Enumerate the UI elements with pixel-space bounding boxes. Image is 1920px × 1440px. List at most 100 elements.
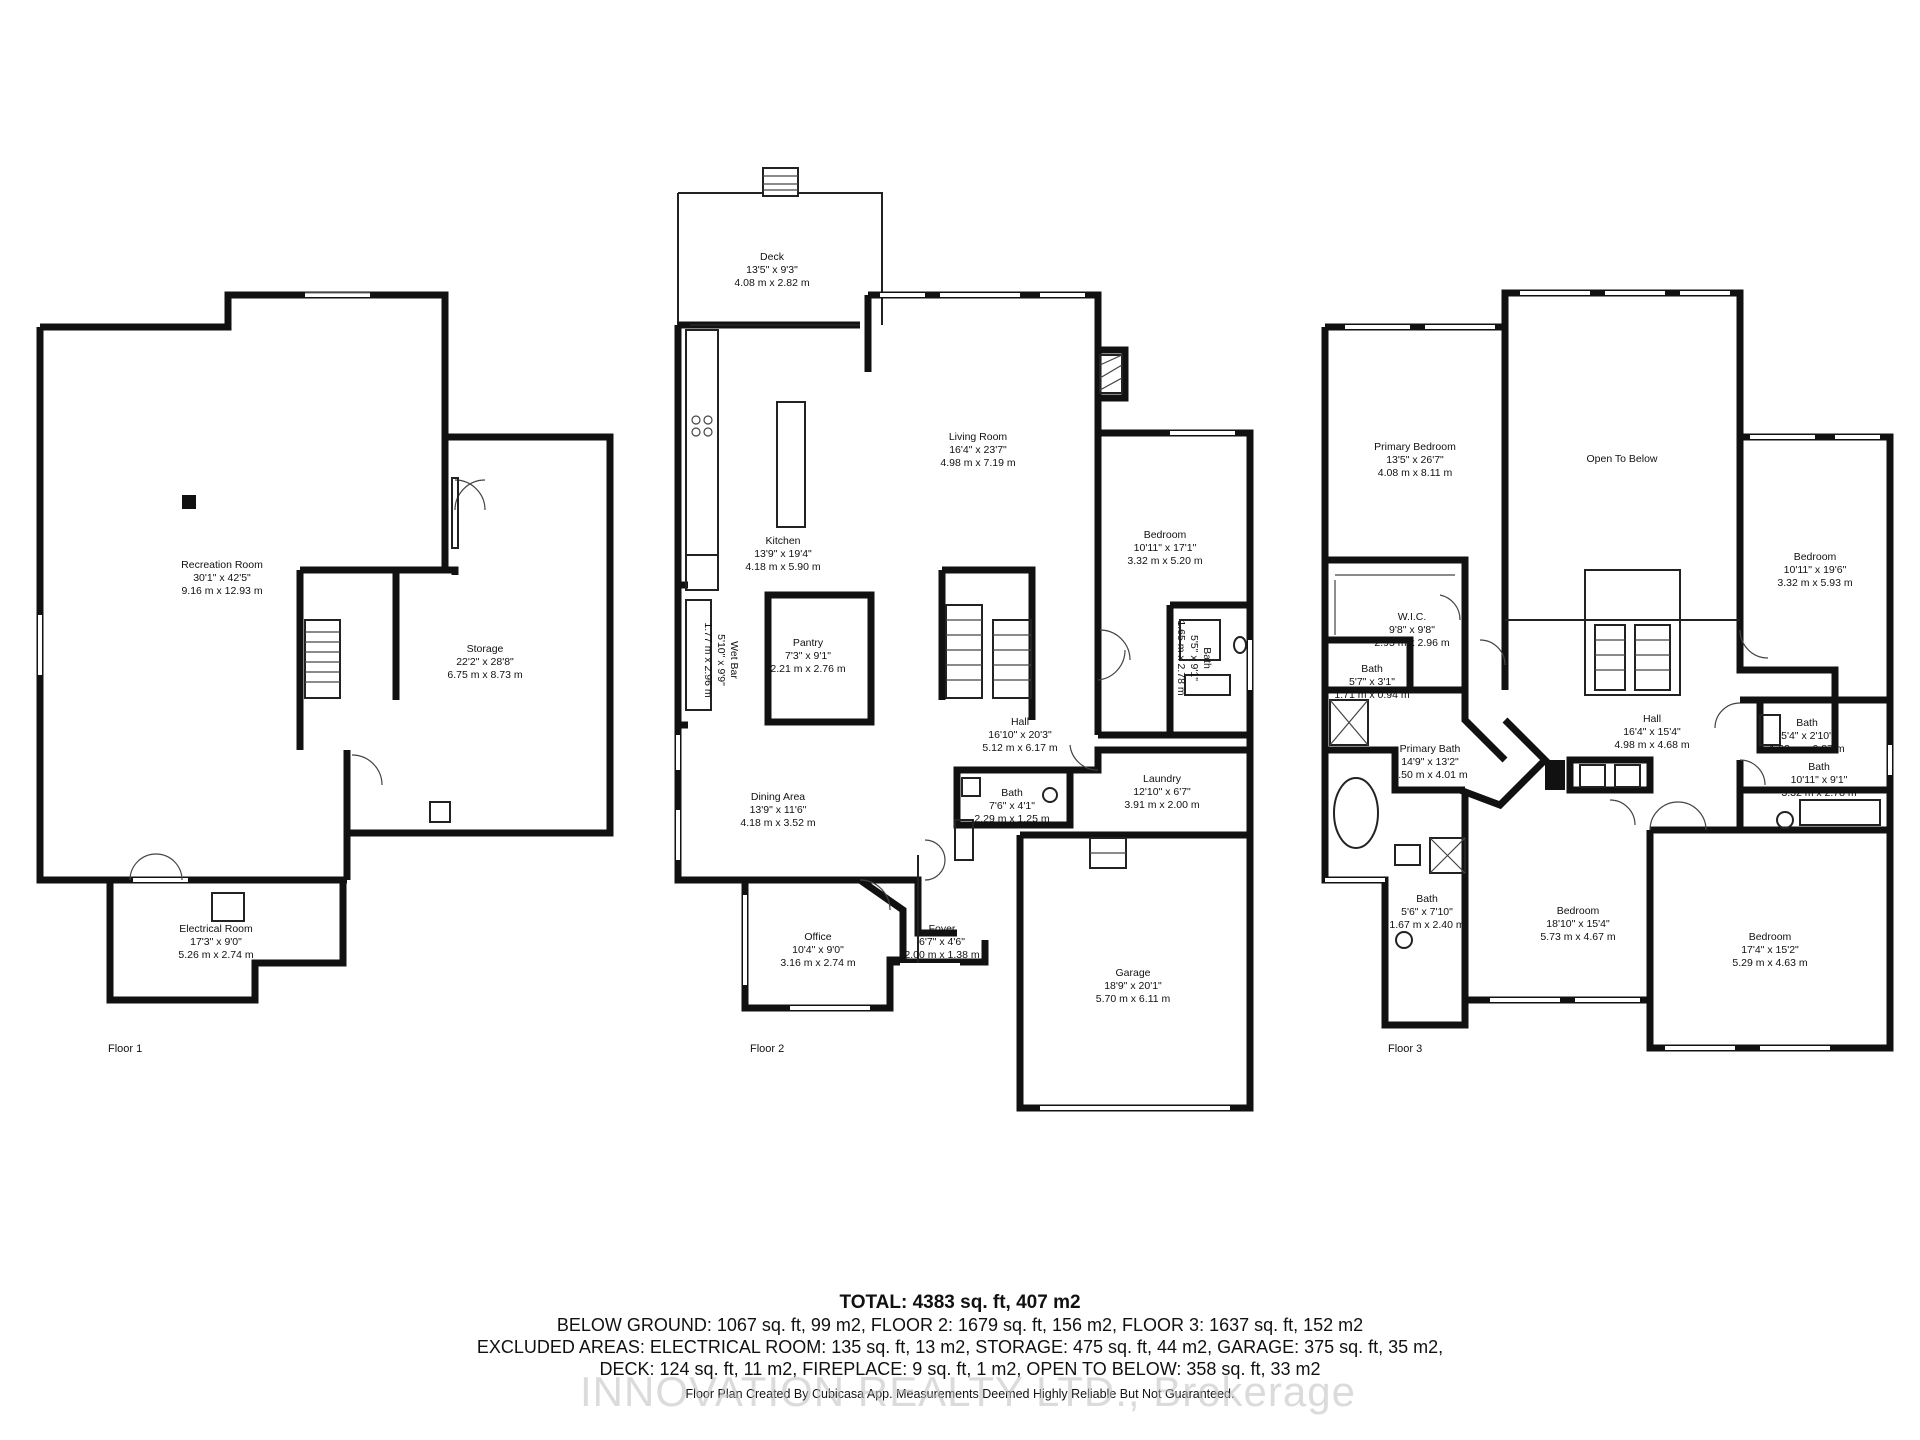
svg-text:16'4" x 23'7": 16'4" x 23'7" — [949, 444, 1007, 456]
room-label: Bedroom 17'4" x 15'2" 5.29 m x 4.63 m — [1732, 931, 1808, 969]
shower-icon — [1179, 619, 1221, 661]
svg-text:3.16 m x 2.74 m: 3.16 m x 2.74 m — [780, 957, 856, 969]
room-label: Hall 16'4" x 15'4" 4.98 m x 4.68 m — [1614, 713, 1690, 751]
watermark: INNOVATION REALTY LTD., Brokerage — [580, 1368, 1356, 1415]
svg-text:4.18 m x 5.90 m: 4.18 m x 5.90 m — [745, 561, 821, 573]
svg-text:18'10" x 15'4": 18'10" x 15'4" — [1546, 918, 1610, 930]
svg-text:5.70 m x 6.11 m: 5.70 m x 6.11 m — [1096, 993, 1171, 1005]
svg-text:Kitchen: Kitchen — [765, 535, 800, 547]
svg-text:6'7" x 4'6": 6'7" x 4'6" — [919, 936, 965, 948]
svg-text:Hall: Hall — [1643, 713, 1661, 725]
svg-text:13'9" x 19'4": 13'9" x 19'4" — [754, 548, 812, 560]
room-label: Living Room 16'4" x 23'7" 4.98 m x 7.19 … — [940, 431, 1016, 469]
floor-3-plan — [1321, 289, 1894, 1052]
room-label: W.I.C. 9'8" x 9'8" 2.95 m x 2.96 m — [1374, 611, 1450, 649]
svg-text:10'11" x 9'1": 10'11" x 9'1" — [1791, 774, 1848, 786]
floor-1-plan — [36, 291, 614, 1004]
svg-text:9.16 m x 12.93 m: 9.16 m x 12.93 m — [181, 585, 262, 597]
bathtub-icon — [1799, 799, 1881, 826]
svg-text:5'4" x 2'10": 5'4" x 2'10" — [1781, 730, 1833, 742]
shower-icon — [1329, 699, 1369, 746]
svg-text:Recreation Room: Recreation Room — [181, 559, 263, 571]
svg-text:2.00 m x 1.38 m: 2.00 m x 1.38 m — [904, 949, 980, 961]
sink-icon — [1579, 764, 1606, 788]
svg-text:5'6" x 7'10": 5'6" x 7'10" — [1401, 906, 1453, 918]
svg-text:13'5" x 9'3": 13'5" x 9'3" — [746, 264, 798, 276]
pantry-walls — [764, 591, 875, 726]
svg-text:10'4" x 9'0": 10'4" x 9'0" — [792, 944, 844, 956]
stairs — [945, 604, 1032, 699]
svg-text:Primary Bedroom: Primary Bedroom — [1374, 441, 1456, 453]
room-label: Primary Bath 14'9" x 13'2" 4.50 m x 4.01… — [1392, 743, 1468, 781]
svg-text:Wet Bar: Wet Bar — [728, 641, 740, 679]
svg-text:Bath: Bath — [1361, 663, 1383, 675]
room-label: Bedroom 10'11" x 17'1" 3.32 m x 5.20 m — [1127, 529, 1203, 567]
svg-text:2.95 m x 2.96 m: 2.95 m x 2.96 m — [1374, 637, 1450, 649]
chimney-icon — [1545, 760, 1565, 790]
svg-text:9'8" x 9'8": 9'8" x 9'8" — [1389, 624, 1435, 636]
svg-text:Bath: Bath — [1201, 647, 1213, 669]
room-label: Pantry 7'3" x 9'1" 2.21 m x 2.76 m — [770, 637, 846, 675]
svg-text:Garage: Garage — [1115, 967, 1150, 979]
area-breakdown: BELOW GROUND: 1067 sq. ft, 99 m2, FLOOR … — [556, 1315, 1364, 1335]
svg-text:4.98 m x 7.19 m: 4.98 m x 7.19 m — [940, 457, 1016, 469]
svg-text:4.08 m x 8.11 m: 4.08 m x 8.11 m — [1378, 467, 1453, 479]
area-summary: TOTAL: 4383 sq. ft, 407 m2 BELOW GROUND:… — [0, 1292, 1920, 1404]
room-label: Hall 16'10" x 20'3" 5.12 m x 6.17 m — [982, 716, 1058, 754]
svg-text:13'5" x 26'7": 13'5" x 26'7" — [1386, 454, 1444, 466]
svg-text:W.I.C.: W.I.C. — [1398, 611, 1427, 623]
svg-text:3.32 m x 5.93 m: 3.32 m x 5.93 m — [1777, 577, 1853, 589]
svg-text:Bedroom: Bedroom — [1794, 551, 1837, 563]
svg-text:17'3" x 9'0": 17'3" x 9'0" — [190, 936, 242, 948]
room-label: Storage 22'2" x 28'8" 6.75 m x 8.73 m — [447, 643, 523, 681]
total-area: TOTAL: 4383 sq. ft, 407 m2 — [839, 1292, 1081, 1313]
svg-text:Living Room: Living Room — [949, 431, 1008, 443]
room-label: Deck 13'5" x 9'3" 4.08 m x 2.82 m — [734, 251, 810, 289]
svg-text:17'4" x 15'2": 17'4" x 15'2" — [1741, 944, 1799, 956]
room-label: Dining Area 13'9" x 11'6" 4.18 m x 3.52 … — [740, 791, 816, 829]
panel-icon — [211, 892, 245, 922]
stairs — [304, 619, 341, 699]
sink-icon — [1776, 811, 1794, 829]
svg-text:Dining Area: Dining Area — [751, 791, 805, 803]
room-label: Bath 5'5" x 9'1" 1.65 m x 2.78 m — [1175, 620, 1213, 696]
kitchen-counters — [685, 329, 806, 711]
svg-text:5.12 m x 6.17 m: 5.12 m x 6.17 m — [982, 742, 1058, 754]
deck-steps — [762, 167, 799, 197]
svg-text:Primary Bath: Primary Bath — [1400, 743, 1461, 755]
svg-text:7'6" x 4'1": 7'6" x 4'1" — [989, 800, 1035, 812]
svg-text:10'11" x 19'6": 10'11" x 19'6" — [1784, 564, 1847, 576]
svg-text:18'9" x 20'1": 18'9" x 20'1" — [1104, 980, 1162, 992]
svg-text:Electrical Room: Electrical Room — [179, 923, 253, 935]
toilet-icon — [1394, 844, 1421, 866]
kitchen-island — [776, 401, 806, 528]
room-label: Wet Bar 5'10" x 9'9" 1.77 m x 2.96 m — [702, 622, 740, 698]
svg-text:Bath: Bath — [1416, 893, 1438, 905]
room-label: Bath 10'11" x 9'1" 3.32 m x 2.78 m — [1781, 761, 1857, 799]
room-label: Garage 18'9" x 20'1" 5.70 m x 6.11 m — [1096, 967, 1171, 1005]
svg-text:Bath: Bath — [1796, 717, 1818, 729]
room-label: Electrical Room 17'3" x 9'0" 5.26 m x 2.… — [178, 923, 254, 961]
room-label: Bedroom 18'10" x 15'4" 5.73 m x 4.67 m — [1540, 905, 1616, 943]
svg-text:Open To Below: Open To Below — [1586, 453, 1657, 465]
svg-text:7'3" x 9'1": 7'3" x 9'1" — [785, 650, 831, 662]
room-label: Laundry 12'10" x 6'7" 3.91 m x 2.00 m — [1124, 773, 1200, 811]
svg-text:5.73 m x 4.67 m: 5.73 m x 4.67 m — [1540, 931, 1616, 943]
svg-text:16'4" x 15'4": 16'4" x 15'4" — [1623, 726, 1681, 738]
svg-text:Bedroom: Bedroom — [1144, 529, 1187, 541]
svg-text:Deck: Deck — [760, 251, 785, 263]
toilet-icon — [1759, 714, 1781, 746]
sink-icon — [1042, 787, 1058, 803]
svg-text:3.32 m x 2.78 m: 3.32 m x 2.78 m — [1781, 787, 1857, 799]
svg-text:12'10" x 6'7": 12'10" x 6'7" — [1133, 786, 1191, 798]
room-label: Bath 5'6" x 7'10" 1.67 m x 2.40 m — [1389, 893, 1465, 931]
svg-text:1.77 m x 2.96 m: 1.77 m x 2.96 m — [702, 622, 714, 698]
floor-labels: Floor 1 Floor 2 Floor 3 — [108, 1043, 1422, 1055]
svg-text:5'10" x 9'9": 5'10" x 9'9" — [715, 634, 727, 686]
floor-label: Floor 2 — [750, 1043, 784, 1055]
stairwell — [1584, 569, 1681, 696]
svg-text:Bath: Bath — [1808, 761, 1830, 773]
svg-text:Hall: Hall — [1011, 716, 1029, 728]
room-label: Bath 5'7" x 3'1" 1.71 m x 0.94 m — [1334, 663, 1410, 701]
svg-text:Office: Office — [804, 931, 831, 943]
